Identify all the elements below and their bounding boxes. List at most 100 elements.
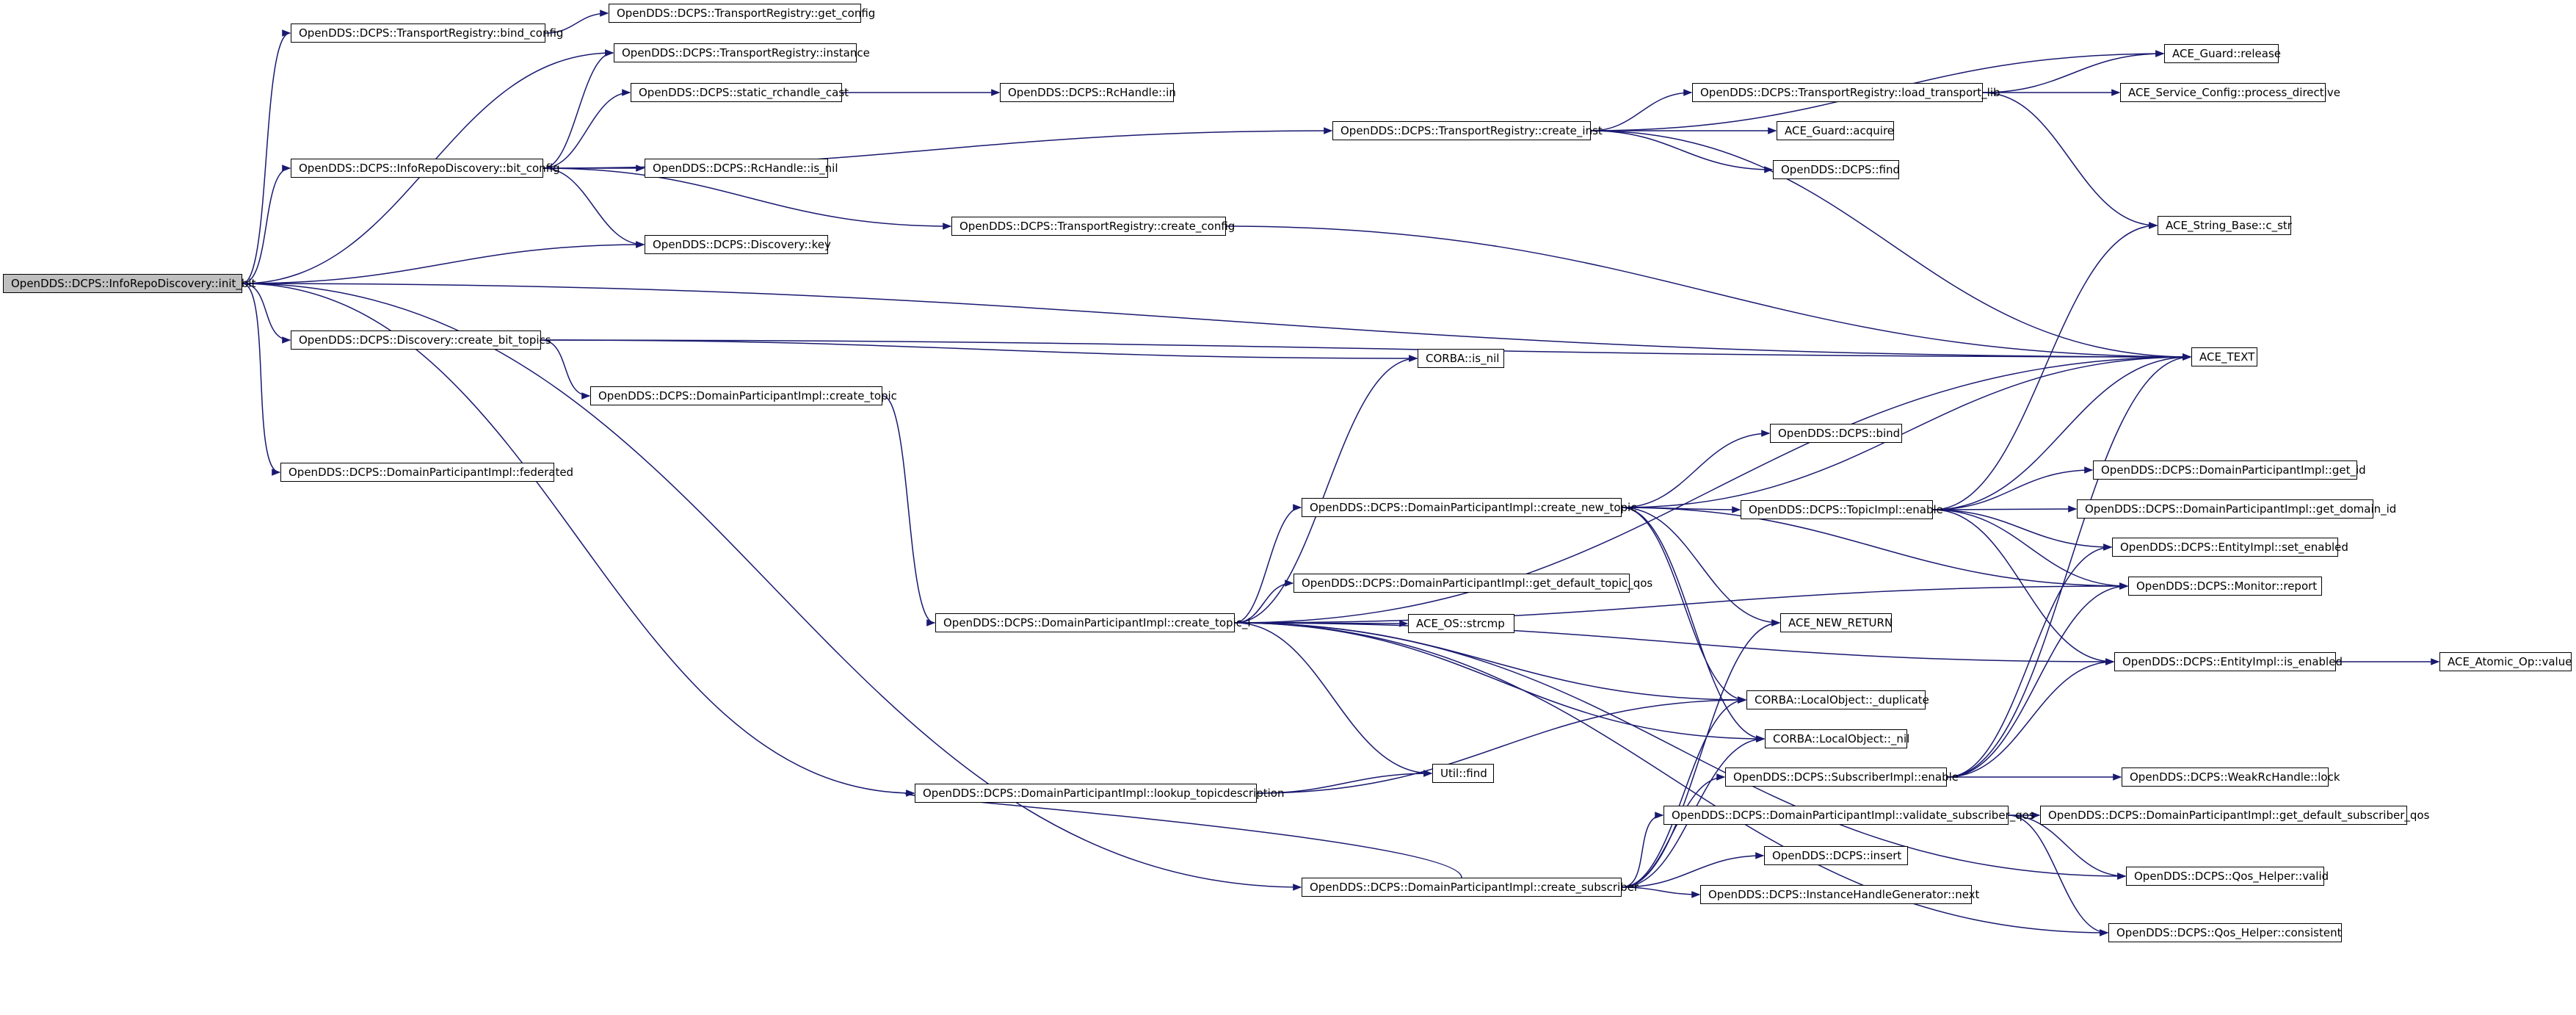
call-edge bbox=[1621, 507, 1747, 704]
call-edge bbox=[1590, 130, 2192, 361]
node-qos-valid[interactable]: OpenDDS::DCPS::Qos_Helper::valid bbox=[2126, 867, 2329, 886]
call-edge bbox=[1225, 225, 2192, 361]
call-edge bbox=[904, 790, 1462, 878]
call-edge bbox=[242, 29, 291, 284]
call-edge bbox=[543, 167, 952, 230]
node-atomic-value[interactable]: ACE_Atomic_Op::value bbox=[2439, 652, 2572, 671]
node-init-bit[interactable]: OpenDDS::DCPS::InfoRepoDiscovery::init_b… bbox=[3, 274, 255, 293]
call-edge bbox=[882, 395, 936, 626]
node-qos-consistent[interactable]: OpenDDS::DCPS::Qos_Helper::consistent bbox=[2108, 923, 2342, 942]
call-edge bbox=[1982, 92, 2158, 229]
node-corba-is-nil[interactable]: CORBA::is_nil bbox=[1418, 349, 1504, 368]
call-edge bbox=[2008, 814, 2109, 936]
call-edge bbox=[543, 89, 631, 169]
node-create-bit-topics[interactable]: OpenDDS::DCPS::Discovery::create_bit_top… bbox=[291, 330, 551, 350]
node-instance[interactable]: OpenDDS::DCPS::TransportRegistry::instan… bbox=[614, 43, 870, 62]
call-edge bbox=[540, 339, 591, 400]
node-weak-lock[interactable]: OpenDDS::DCPS::WeakRcHandle::lock bbox=[2122, 767, 2340, 787]
call-edge bbox=[1621, 812, 1664, 888]
call-edge bbox=[1932, 353, 2192, 510]
call-edge bbox=[1234, 353, 2192, 624]
node-ace-new-return[interactable]: ACE_NEW_RETURN bbox=[1780, 613, 1893, 632]
call-edge bbox=[1234, 355, 1418, 624]
call-edge bbox=[1946, 353, 2192, 778]
node-ace-text[interactable]: ACE_TEXT bbox=[2191, 347, 2257, 366]
call-edge bbox=[1621, 353, 2192, 508]
call-edge bbox=[1982, 50, 2165, 93]
node-rchandle-in[interactable]: OpenDDS::DCPS::RcHandle::in bbox=[1000, 83, 1176, 102]
call-edge bbox=[1621, 507, 1766, 743]
node-create-topic-i[interactable]: OpenDDS::DCPS::DomainParticipantImpl::cr… bbox=[935, 613, 1251, 632]
node-get-default-subscriber-qos[interactable]: OpenDDS::DCPS::DomainParticipantImpl::ge… bbox=[2040, 806, 2429, 825]
node-get-id[interactable]: OpenDDS::DCPS::DomainParticipantImpl::ge… bbox=[2093, 460, 2366, 480]
node-bit-config[interactable]: OpenDDS::DCPS::InfoRepoDiscovery::bit_co… bbox=[291, 159, 560, 178]
call-edge bbox=[1234, 622, 1433, 777]
node-get-config[interactable]: OpenDDS::DCPS::TransportRegistry::get_co… bbox=[609, 4, 875, 23]
call-edge bbox=[1621, 696, 1747, 888]
node-rchandle-is-nil[interactable]: OpenDDS::DCPS::RcHandle::is_nil bbox=[645, 159, 838, 178]
call-edge bbox=[1621, 507, 1781, 626]
node-dcps-insert[interactable]: OpenDDS::DCPS::insert bbox=[1764, 846, 1908, 865]
call-edge bbox=[1946, 658, 2115, 778]
node-create-config[interactable]: OpenDDS::DCPS::TransportRegistry::create… bbox=[951, 217, 1235, 236]
node-dcps-find[interactable]: OpenDDS::DCPS::find bbox=[1773, 160, 1900, 179]
call-edge bbox=[1946, 582, 2129, 778]
call-edge bbox=[1234, 622, 2127, 880]
call-edge bbox=[2008, 814, 2127, 880]
call-edge bbox=[1234, 579, 1294, 624]
node-bind-config[interactable]: OpenDDS::DCPS::TransportRegistry::bind_c… bbox=[291, 24, 563, 43]
call-edge bbox=[1932, 222, 2158, 510]
call-edge bbox=[242, 241, 645, 284]
call-edge bbox=[1932, 466, 2094, 510]
call-edge bbox=[1932, 509, 2113, 551]
node-load-transport-lib[interactable]: OpenDDS::DCPS::TransportRegistry::load_t… bbox=[1692, 83, 2000, 102]
call-edge bbox=[543, 49, 614, 169]
node-create-subscriber[interactable]: OpenDDS::DCPS::DomainParticipantImpl::cr… bbox=[1302, 878, 1639, 897]
call-edge bbox=[1234, 622, 2115, 665]
node-dcps-bind[interactable]: OpenDDS::DCPS::bind bbox=[1770, 424, 1902, 443]
call-edge bbox=[1932, 509, 2115, 665]
node-create-new-topic[interactable]: OpenDDS::DCPS::DomainParticipantImpl::cr… bbox=[1302, 498, 1636, 517]
node-topic-enable[interactable]: OpenDDS::DCPS::TopicImpl::enable bbox=[1741, 500, 1943, 519]
node-guard-acquire[interactable]: ACE_Guard::acquire bbox=[1777, 121, 1894, 140]
call-edge bbox=[1621, 619, 1781, 888]
node-create-topic[interactable]: OpenDDS::DCPS::DomainParticipantImpl::cr… bbox=[590, 386, 897, 405]
call-edge bbox=[1621, 507, 2129, 590]
node-corba-nil[interactable]: CORBA::LocalObject::_nil bbox=[1765, 729, 1909, 748]
call-edge bbox=[1234, 622, 2109, 936]
node-process-directive[interactable]: ACE_Service_Config::process_directive bbox=[2120, 83, 2340, 102]
node-strcmp[interactable]: ACE_OS::strcmp bbox=[1408, 614, 1514, 633]
call-edge bbox=[242, 165, 291, 284]
node-subscriber-enable[interactable]: OpenDDS::DCPS::SubscriberImpl::enable bbox=[1725, 767, 1959, 787]
node-federated[interactable]: OpenDDS::DCPS::DomainParticipantImpl::fe… bbox=[280, 463, 573, 482]
call-edge bbox=[1234, 622, 1766, 743]
node-get-default-topic-qos[interactable]: OpenDDS::DCPS::DomainParticipantImpl::ge… bbox=[1294, 574, 1652, 593]
node-util-find[interactable]: Util::find bbox=[1432, 764, 1494, 783]
node-duplicate[interactable]: CORBA::LocalObject::_duplicate bbox=[1746, 690, 1929, 709]
call-edge bbox=[1234, 582, 2129, 624]
node-create-inst[interactable]: OpenDDS::DCPS::TransportRegistry::create… bbox=[1332, 121, 1603, 140]
call-edge bbox=[1621, 430, 1771, 508]
call-edge bbox=[543, 167, 645, 248]
call-edge bbox=[545, 10, 609, 34]
node-is-enabled[interactable]: OpenDDS::DCPS::EntityImpl::is_enabled bbox=[2114, 652, 2343, 671]
call-edge bbox=[540, 339, 2192, 361]
node-lookup-topicdescription[interactable]: OpenDDS::DCPS::DomainParticipantImpl::lo… bbox=[915, 784, 1285, 803]
node-c-str[interactable]: ACE_String_Base::c_str bbox=[2158, 216, 2292, 235]
call-edge bbox=[1256, 696, 1747, 794]
call-edge bbox=[1590, 130, 1774, 173]
call-edge bbox=[1932, 509, 2129, 590]
call-edge bbox=[1234, 504, 1302, 624]
call-edge bbox=[242, 283, 291, 344]
node-guard-release[interactable]: ACE_Guard::release bbox=[2164, 44, 2281, 63]
call-edge bbox=[1590, 89, 1693, 131]
node-ihg-next[interactable]: OpenDDS::DCPS::InstanceHandleGenerator::… bbox=[1700, 885, 1979, 904]
call-edge bbox=[1946, 543, 2113, 778]
node-get-domain-id[interactable]: OpenDDS::DCPS::DomainParticipantImpl::ge… bbox=[2077, 499, 2396, 519]
node-static-rchandle-cast[interactable]: OpenDDS::DCPS::static_rchandle_cast bbox=[631, 83, 849, 102]
node-monitor-report[interactable]: OpenDDS::DCPS::Monitor::report bbox=[2128, 577, 2322, 596]
node-discovery-key[interactable]: OpenDDS::DCPS::Discovery::key bbox=[645, 235, 831, 254]
node-set-enabled[interactable]: OpenDDS::DCPS::EntityImpl::set_enabled bbox=[2112, 538, 2348, 557]
node-validate-subscriber-qos[interactable]: OpenDDS::DCPS::DomainParticipantImpl::va… bbox=[1663, 806, 2035, 825]
